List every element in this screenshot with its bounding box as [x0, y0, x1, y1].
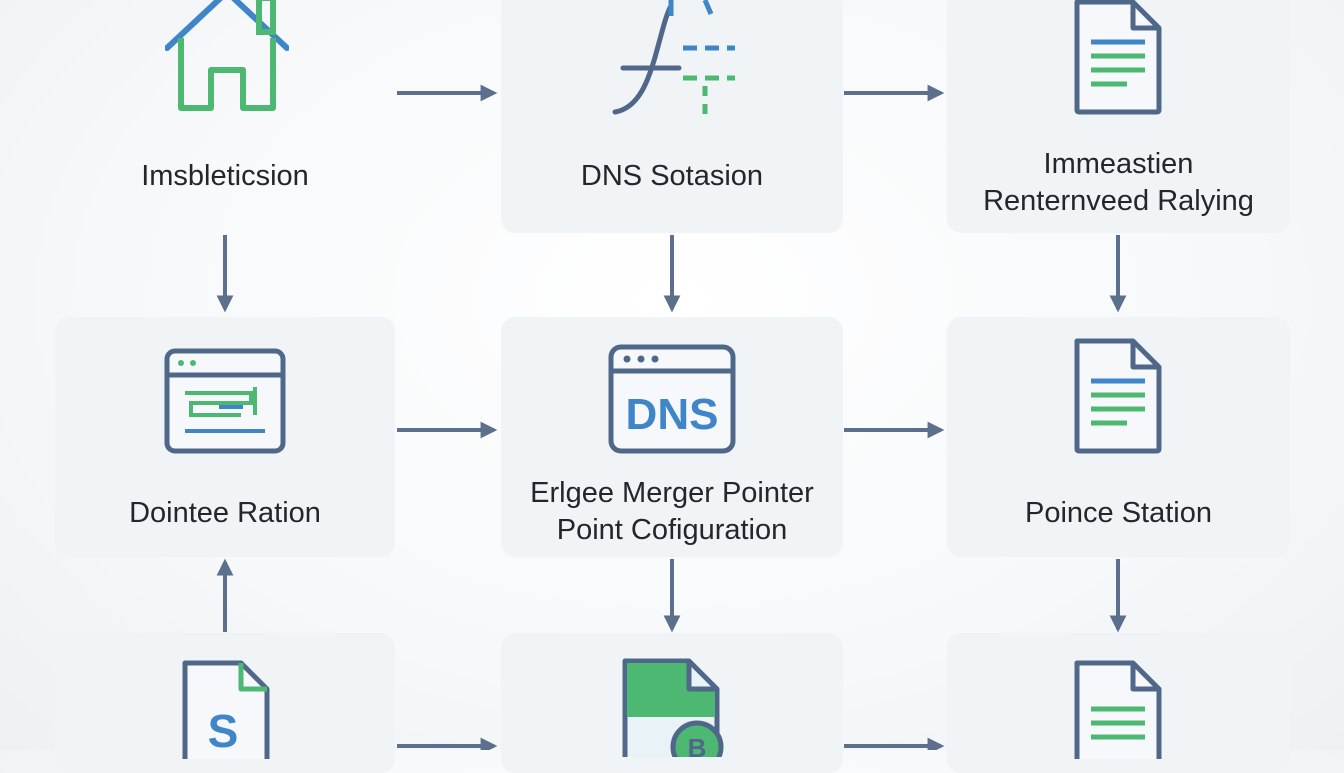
node-label: Immeastien Renternveed Ralying: [983, 148, 1254, 217]
node-card-n2: DNS Sotasion: [501, 0, 843, 233]
node-card-n4: Dointee Ration: [55, 317, 395, 557]
terminal-window-icon: [164, 348, 286, 454]
node-card-n3: Immeastien Renternveed Ralying: [947, 0, 1290, 233]
node-label: Erlgee Merger Pointer Point Cofiguration: [530, 477, 814, 546]
s-icon-text: S: [208, 705, 239, 757]
node-label: Imsbleticsion: [141, 160, 309, 192]
node-card-n9: [947, 633, 1290, 773]
node-label: DNS Sotasion: [580, 160, 764, 192]
house-icon: [165, 0, 289, 111]
document-icon: [1074, 338, 1162, 454]
flow-arrows: [216, 84, 1127, 750]
node-label: Poince Station: [1024, 497, 1212, 529]
node-card-n5: DNS Erlgee Merger Pointer Point Cofigura…: [501, 317, 843, 557]
document-icon: [1074, 0, 1162, 115]
graph-lines-icon: [612, 0, 735, 118]
node-label: Dointee Ration: [129, 497, 321, 529]
dns-icon-text: DNS: [626, 390, 719, 439]
node-card-n1: Imsbleticsion: [55, 0, 395, 233]
node-card-n6: Poince Station: [947, 317, 1290, 557]
dns-window-icon: DNS: [608, 344, 736, 454]
